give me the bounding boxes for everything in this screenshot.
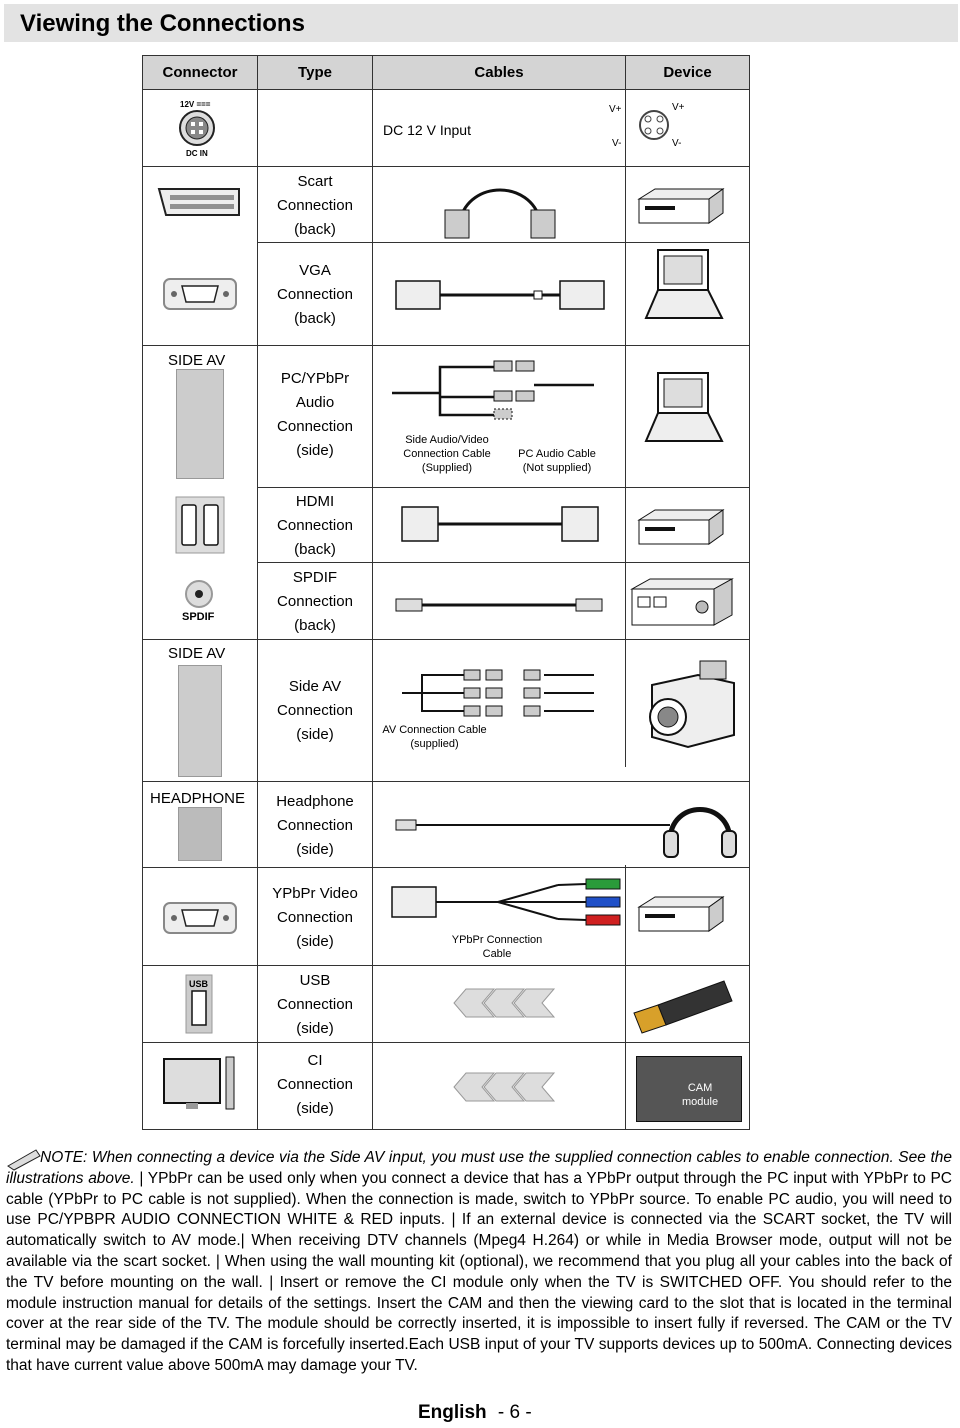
header-connector: Connector: [142, 55, 258, 90]
scart-cable-icon: [444, 188, 556, 239]
type-vga: VGA Connection (back): [277, 262, 353, 327]
type-scart: Scart Connection (back): [277, 173, 353, 238]
dc-pin-label: V+: [609, 104, 622, 115]
grid-line: [142, 166, 750, 167]
type-pc-audio: PC/YPbPr Audio Connection (side): [277, 370, 353, 459]
type-spdif: SPDIF Connection (back): [277, 569, 353, 634]
header-device: Device: [625, 55, 750, 90]
note-body: | YPbPr can be used only when you connec…: [6, 1169, 953, 1374]
ypbpr-cable-icon: [391, 878, 621, 926]
page-title: Viewing the Connections: [20, 10, 305, 37]
dvd-player-icon: [637, 896, 725, 932]
connector-label-spdif: SPDIF: [182, 611, 215, 623]
dc-socket-icon: [179, 110, 215, 146]
dc-pin-diagram: [639, 110, 669, 140]
scart-icon: [157, 188, 240, 216]
grid-line: [142, 1042, 750, 1043]
headphone-jack-icon: [178, 807, 222, 861]
grid-line: [749, 90, 750, 1129]
grid-line: [625, 90, 626, 767]
pc-audio-cable-icon: [392, 360, 594, 420]
vga-cable-icon: [395, 280, 605, 310]
hdmi-icon: [175, 496, 225, 554]
type-side-av: Side AV Connection (side): [277, 678, 353, 743]
type-ypbpr: YPbPr Video Connection (side): [272, 885, 358, 950]
title-banner: Viewing the Connections: [4, 4, 958, 42]
usb-stick-icon: [633, 980, 733, 1034]
grid-line: [372, 90, 373, 1129]
header-type: Type: [257, 55, 373, 90]
grid-line: [142, 639, 750, 640]
headphone-cable-icon: [395, 819, 670, 831]
dc-pin-label: V-: [672, 138, 682, 149]
connections-table: Connector Type Cables Device 12V === DC …: [142, 55, 750, 1130]
dc-type: DC 12 V Input: [383, 122, 471, 138]
grid-line: [142, 1129, 750, 1130]
connector-label-side-av: SIDE AV: [168, 352, 226, 369]
caption-pc-audio-cable: PC Audio Cable(Not supplied): [518, 448, 596, 474]
laptop-icon: [644, 372, 724, 442]
av-cable-icon: [402, 669, 594, 717]
dc-pin-label: V+: [672, 102, 685, 113]
usb-icon: [185, 974, 213, 1034]
footer-page-number: - 6 -: [497, 1402, 532, 1423]
laptop-icon: [644, 249, 724, 319]
rca-icon: [185, 580, 213, 608]
side-av-panel-icon: [176, 369, 224, 479]
grid-line: [257, 487, 750, 488]
caption-av-cable: AV Connection Cable(supplied): [382, 724, 487, 750]
grid-line: [257, 242, 750, 243]
grid-line: [625, 865, 626, 1129]
dc-pin-label: V-: [612, 138, 622, 149]
type-hdmi: HDMI Connection (back): [277, 493, 353, 558]
arrows-icon: [453, 1072, 556, 1102]
dc-socket-label-bottom: DC IN: [186, 149, 208, 158]
vga-icon: [163, 902, 237, 934]
grid-line: [142, 345, 750, 346]
spdif-cable-icon: [395, 598, 603, 612]
connector-label-usb: USB: [189, 979, 209, 989]
grid-line: [257, 562, 750, 563]
grid-line: [142, 965, 750, 966]
grid-line: [257, 90, 258, 1129]
pencil-icon: [7, 1149, 41, 1171]
note-lead: NOTE: When connecting a device via the S…: [6, 1149, 952, 1187]
grid-line: [142, 781, 750, 782]
header-cables: Cables: [372, 55, 626, 90]
connector-label-headphone: HEADPHONE: [150, 790, 246, 807]
type-ci: CI Connection (side): [277, 1052, 353, 1117]
dvd-player-icon: [637, 509, 725, 545]
type-headphone: Headphone Connection (side): [276, 793, 354, 858]
dc-socket-label-top: 12V ===: [180, 100, 211, 109]
headphones-icon: [663, 807, 737, 858]
type-usb: USB Connection (side): [277, 972, 353, 1037]
tv-icon: [163, 1056, 235, 1110]
dvd-player-icon: [637, 188, 725, 224]
cam-module-icon: [636, 1056, 742, 1122]
grid-line: [142, 867, 750, 868]
amplifier-icon: [630, 578, 734, 626]
note-text: NOTE: When connecting a device via the S…: [6, 1148, 952, 1377]
arrows-icon: [453, 988, 556, 1018]
page-footer: English - 6 -: [418, 1402, 532, 1424]
side-av-panel-icon: [178, 665, 222, 777]
footer-language: English: [418, 1402, 487, 1423]
camcorder-icon: [649, 660, 735, 749]
hdmi-cable-icon: [401, 506, 599, 542]
vga-icon: [163, 278, 237, 310]
connector-label-side-av: SIDE AV: [168, 645, 226, 662]
grid-line: [142, 90, 143, 1129]
